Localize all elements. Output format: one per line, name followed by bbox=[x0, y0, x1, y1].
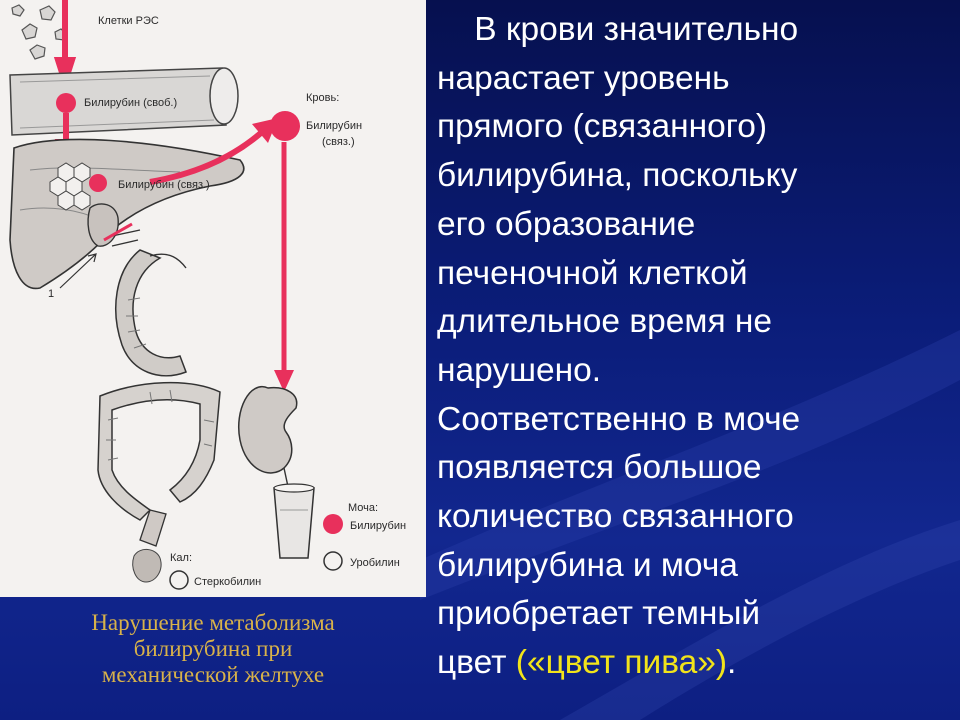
last-line-prefix: цвет bbox=[437, 644, 516, 682]
label-bilirubin-free: Билирубин (своб.) bbox=[84, 97, 177, 109]
figure-caption: Нарушение метаболизма билирубина при мех… bbox=[6, 610, 420, 688]
main-paragraph: В крови значительно нарастает уровень пр… bbox=[437, 6, 942, 688]
text-line: количество связанного bbox=[437, 498, 794, 536]
label-urobilin: Уробилин bbox=[350, 557, 400, 569]
text-line: появляется большое bbox=[437, 449, 762, 487]
label-stercobilin: Стеркобилин bbox=[194, 576, 261, 588]
pointer-line-1 bbox=[59, 253, 97, 289]
arrow-head-kidney bbox=[274, 370, 294, 392]
text-line: печеночной клеткой bbox=[437, 254, 748, 292]
urobilin-empty-dot bbox=[323, 551, 343, 571]
label-blood-title: Кровь: bbox=[306, 92, 339, 104]
bilirubin-diagram: Клетки РЭС Билирубин (своб.) Кровь: Били… bbox=[9, 0, 406, 590]
caption-line-1: Нарушение метаболизма bbox=[91, 610, 335, 635]
text-line: прямого (связанного) bbox=[437, 108, 767, 146]
label-feces-title: Кал: bbox=[170, 552, 192, 564]
label-blood-bilirubin: Билирубин bbox=[306, 120, 362, 132]
arrow-liver-to-blood bbox=[149, 129, 264, 185]
label-blood-bound: (связ.) bbox=[322, 136, 355, 148]
gallbladder-illustration bbox=[87, 203, 141, 247]
diagram-panel: Клетки РЭС Билирубин (своб.) Кровь: Били… bbox=[0, 0, 426, 597]
caption-line-2: билирубина при bbox=[133, 636, 293, 661]
label-bilirubin-bound: Билирубин (связ.) bbox=[118, 179, 210, 191]
last-line-suffix: . bbox=[727, 644, 737, 682]
blood-bilirubin-dot bbox=[270, 111, 300, 141]
res-cells-illustration bbox=[11, 4, 68, 60]
liver-cells-hex bbox=[49, 162, 91, 211]
free-bilirubin-dot bbox=[56, 93, 76, 113]
text-line: его образование bbox=[437, 205, 696, 243]
kidney-illustration bbox=[238, 385, 298, 497]
duodenum-illustration bbox=[115, 249, 187, 377]
label-urine-title: Моча: bbox=[348, 502, 378, 514]
urine-bilirubin-dot bbox=[323, 514, 343, 534]
caption-line-3: механической желтухе bbox=[101, 662, 325, 687]
text-line: приобретает темный bbox=[437, 595, 761, 633]
text-line: нарастает уровень bbox=[437, 59, 730, 97]
text-line: Соответственно в моче bbox=[437, 400, 801, 438]
text-line: В крови значительно bbox=[437, 11, 799, 48]
text-line: нарушено. bbox=[437, 351, 602, 389]
stool-illustration bbox=[132, 549, 162, 583]
label-res-cells: Клетки РЭС bbox=[98, 15, 159, 27]
text-line: билирубина и моча bbox=[437, 546, 738, 584]
text-line-last: цвет («цвет пива»). bbox=[437, 639, 942, 688]
arrow-res-to-blood bbox=[53, 0, 77, 92]
text-line: билирубина, поскольку bbox=[437, 157, 798, 195]
bound-bilirubin-dot bbox=[89, 174, 107, 192]
label-marker-one: 1 bbox=[48, 288, 54, 300]
colon-illustration bbox=[97, 381, 221, 547]
text-line: длительное время не bbox=[437, 303, 773, 341]
beer-color-highlight: («цвет пива») bbox=[515, 644, 728, 682]
urine-glass-illustration bbox=[273, 483, 315, 559]
stercobilin-empty-dot bbox=[169, 570, 189, 590]
label-urine-bilirubin: Билирубин bbox=[350, 520, 406, 532]
